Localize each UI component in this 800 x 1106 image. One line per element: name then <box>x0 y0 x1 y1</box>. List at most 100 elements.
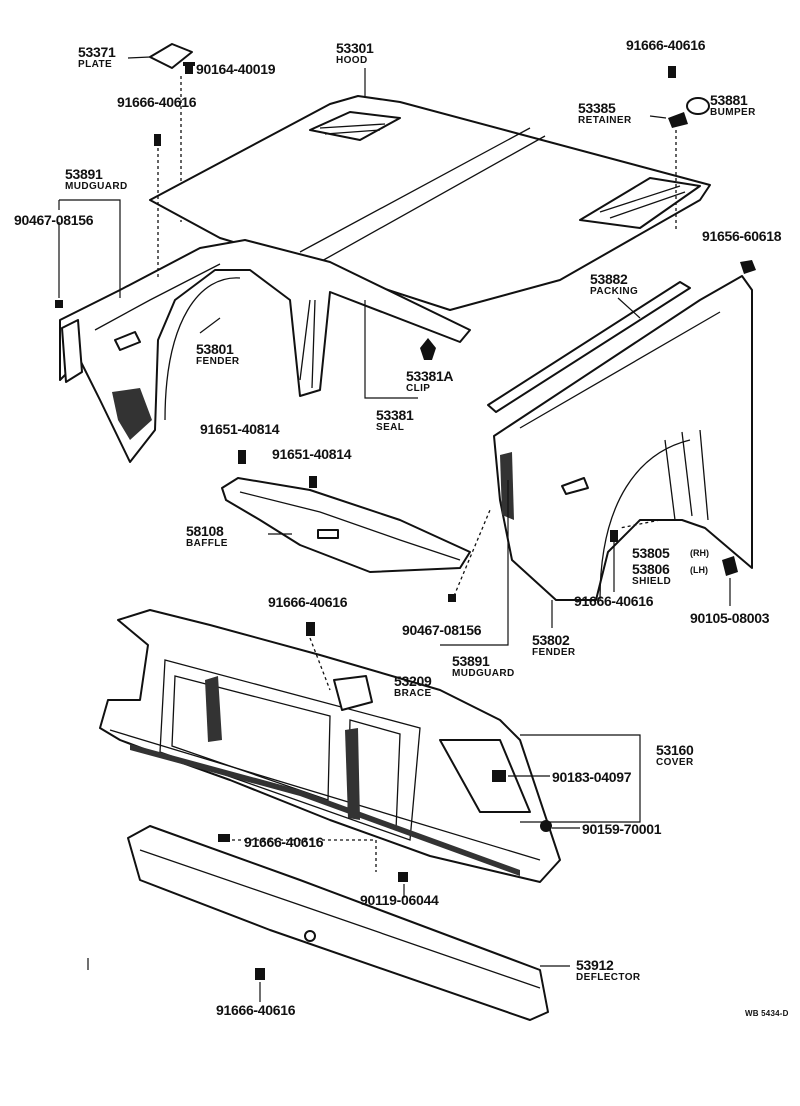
part-number: 90467-08156 <box>14 212 94 228</box>
reference-code: WB 5434-D <box>745 1009 789 1018</box>
part-number: 91666-40616 <box>216 1002 296 1018</box>
part-name: HOOD <box>336 55 368 66</box>
callout-screw-90467-left: 90467-08156 <box>14 212 94 228</box>
bolt-90105-icon <box>722 556 738 606</box>
part-name: COVER <box>656 757 694 768</box>
part-name: CLIP <box>406 383 431 394</box>
callout-cover-53160: 53160 COVER <box>656 743 694 768</box>
part-number: 53912 <box>576 957 614 973</box>
part-number: 90119-06044 <box>360 892 439 908</box>
packing-53882-drawing <box>487 281 691 413</box>
part-number: 90159-70001 <box>582 821 662 837</box>
callout-bolt-91651-a: 91651-40814 <box>200 421 280 437</box>
deflector-53912-drawing <box>127 825 570 1021</box>
callout-bolt-90164: 90164-40019 <box>196 61 276 77</box>
bolt-91666-bottom-icon <box>255 968 265 1002</box>
callout-plate-53371: 53371 PLATE <box>78 44 116 70</box>
callout-baffle-58108: 58108 BAFFLE <box>186 524 228 549</box>
callout-bolt-91666-shield: 91666-40616 <box>574 593 654 609</box>
callout-bolt-91666-bottom: 91666-40616 <box>216 1002 296 1018</box>
callout-bolt-91666-lower: 91666-40616 <box>244 834 324 850</box>
callout-seal-53381: 53381 SEAL <box>376 407 414 433</box>
part-number: 90105-08003 <box>690 610 770 626</box>
part-name: MUDGUARD <box>452 668 515 679</box>
support-53160-drawing <box>99 609 561 883</box>
baffle-58108-drawing <box>221 477 471 573</box>
callout-bolt-90105: 90105-08003 <box>690 610 770 626</box>
part-number: 53891 <box>452 653 490 669</box>
callout-fender-53801: 53801 FENDER <box>196 342 240 367</box>
bumper-53881-icon <box>686 97 710 115</box>
part-number: 53371 <box>78 44 116 60</box>
part-name: MUDGUARD <box>65 181 128 192</box>
callout-hood-53301: 53301 HOOD <box>336 40 374 66</box>
part-number: 91651-40814 <box>200 421 280 437</box>
callout-mudguard-53891-right: 53891 MUDGUARD <box>452 654 515 679</box>
bolt-91666-top-icon <box>668 66 676 78</box>
nut-90183-icon <box>492 770 550 782</box>
bolt-91651-b-icon <box>309 476 317 488</box>
part-number: 91666-40616 <box>117 94 197 110</box>
part-name: RETAINER <box>578 115 632 126</box>
part-name: BUMPER <box>710 107 756 118</box>
bolt-91666-lower-icon <box>218 834 374 842</box>
part-number: 91651-40814 <box>272 446 352 462</box>
clip-90159-icon <box>540 820 580 832</box>
part-number: 53805 <box>632 545 670 561</box>
bolt-91666-shield-icon <box>610 530 618 592</box>
callout-packing-53882: 53882 PACKING <box>590 272 638 297</box>
bolt-90164-icon <box>183 62 195 74</box>
part-number: 91656-60618 <box>702 228 782 244</box>
part-number: 53891 <box>65 166 103 182</box>
callout-clip-53381a: 53381A CLIP <box>406 368 454 394</box>
side-tag-lh: (LH) <box>690 565 708 575</box>
callout-shield-53805: 53805 <box>632 545 670 561</box>
part-number: 53301 <box>336 40 374 56</box>
part-name: BAFFLE <box>186 538 228 549</box>
callout-fender-53802: 53802 FENDER <box>532 633 576 658</box>
bolt-91666-left-icon <box>154 134 161 278</box>
callout-screw-90119: 90119-06044 <box>360 892 439 908</box>
fender-53802-drawing <box>493 275 753 628</box>
callout-nut-90183: 90183-04097 <box>552 770 632 784</box>
callout-screw-90467-right: 90467-08156 <box>402 622 482 638</box>
part-name: SHIELD <box>632 576 672 587</box>
part-number: 91666-40616 <box>574 593 654 609</box>
clip-53381a-icon <box>420 338 436 360</box>
callout-bolt-91666-top: 91666-40616 <box>626 37 706 53</box>
bolt-91656-icon <box>740 260 756 274</box>
brace-53209-icon <box>333 675 373 711</box>
part-number: 90467-08156 <box>402 622 482 638</box>
bolt-91666-support-icon <box>306 622 315 636</box>
callout-shield-53806: 53806 SHIELD <box>632 562 671 587</box>
callout-bolt-91656: 91656-60618 <box>702 228 782 244</box>
callout-bumper-53881: 53881 BUMPER <box>710 93 756 118</box>
part-number: 90164-40019 <box>196 61 276 77</box>
part-number: 91666-40616 <box>626 37 706 53</box>
side-tag-rh: (RH) <box>690 548 709 558</box>
part-name: FENDER <box>532 647 576 658</box>
callout-deflector-53912: 53912 DEFLECTOR <box>576 958 641 983</box>
part-name: DEFLECTOR <box>576 972 641 983</box>
part-name: BRACE <box>394 688 432 699</box>
part-name: SEAL <box>376 422 405 433</box>
part-number: 53381A <box>406 368 454 384</box>
callout-retainer-53385: 53385 RETAINER <box>578 101 632 126</box>
callout-bolt-91666-support: 91666-40616 <box>268 595 348 609</box>
callout-brace-53209: 53209 BRACE <box>394 674 432 699</box>
part-number: 53160 <box>656 742 694 758</box>
callout-clip-90159: 90159-70001 <box>582 821 662 837</box>
part-number: 53385 <box>578 100 616 116</box>
bolt-91651-a-icon <box>238 450 246 464</box>
callout-bolt-91651-b: 91651-40814 <box>272 446 352 462</box>
fender-53801-drawing <box>59 239 471 463</box>
callout-mudguard-53891-left: 53891 MUDGUARD <box>65 167 128 192</box>
screw-90467-right-icon <box>448 594 456 602</box>
part-number: 53882 <box>590 271 628 287</box>
screw-90119-icon <box>398 872 408 898</box>
part-number: 53381 <box>376 407 414 423</box>
part-number: 91666-40616 <box>244 834 324 850</box>
part-number: 53806 <box>632 561 670 577</box>
part-number: 53802 <box>532 632 570 648</box>
